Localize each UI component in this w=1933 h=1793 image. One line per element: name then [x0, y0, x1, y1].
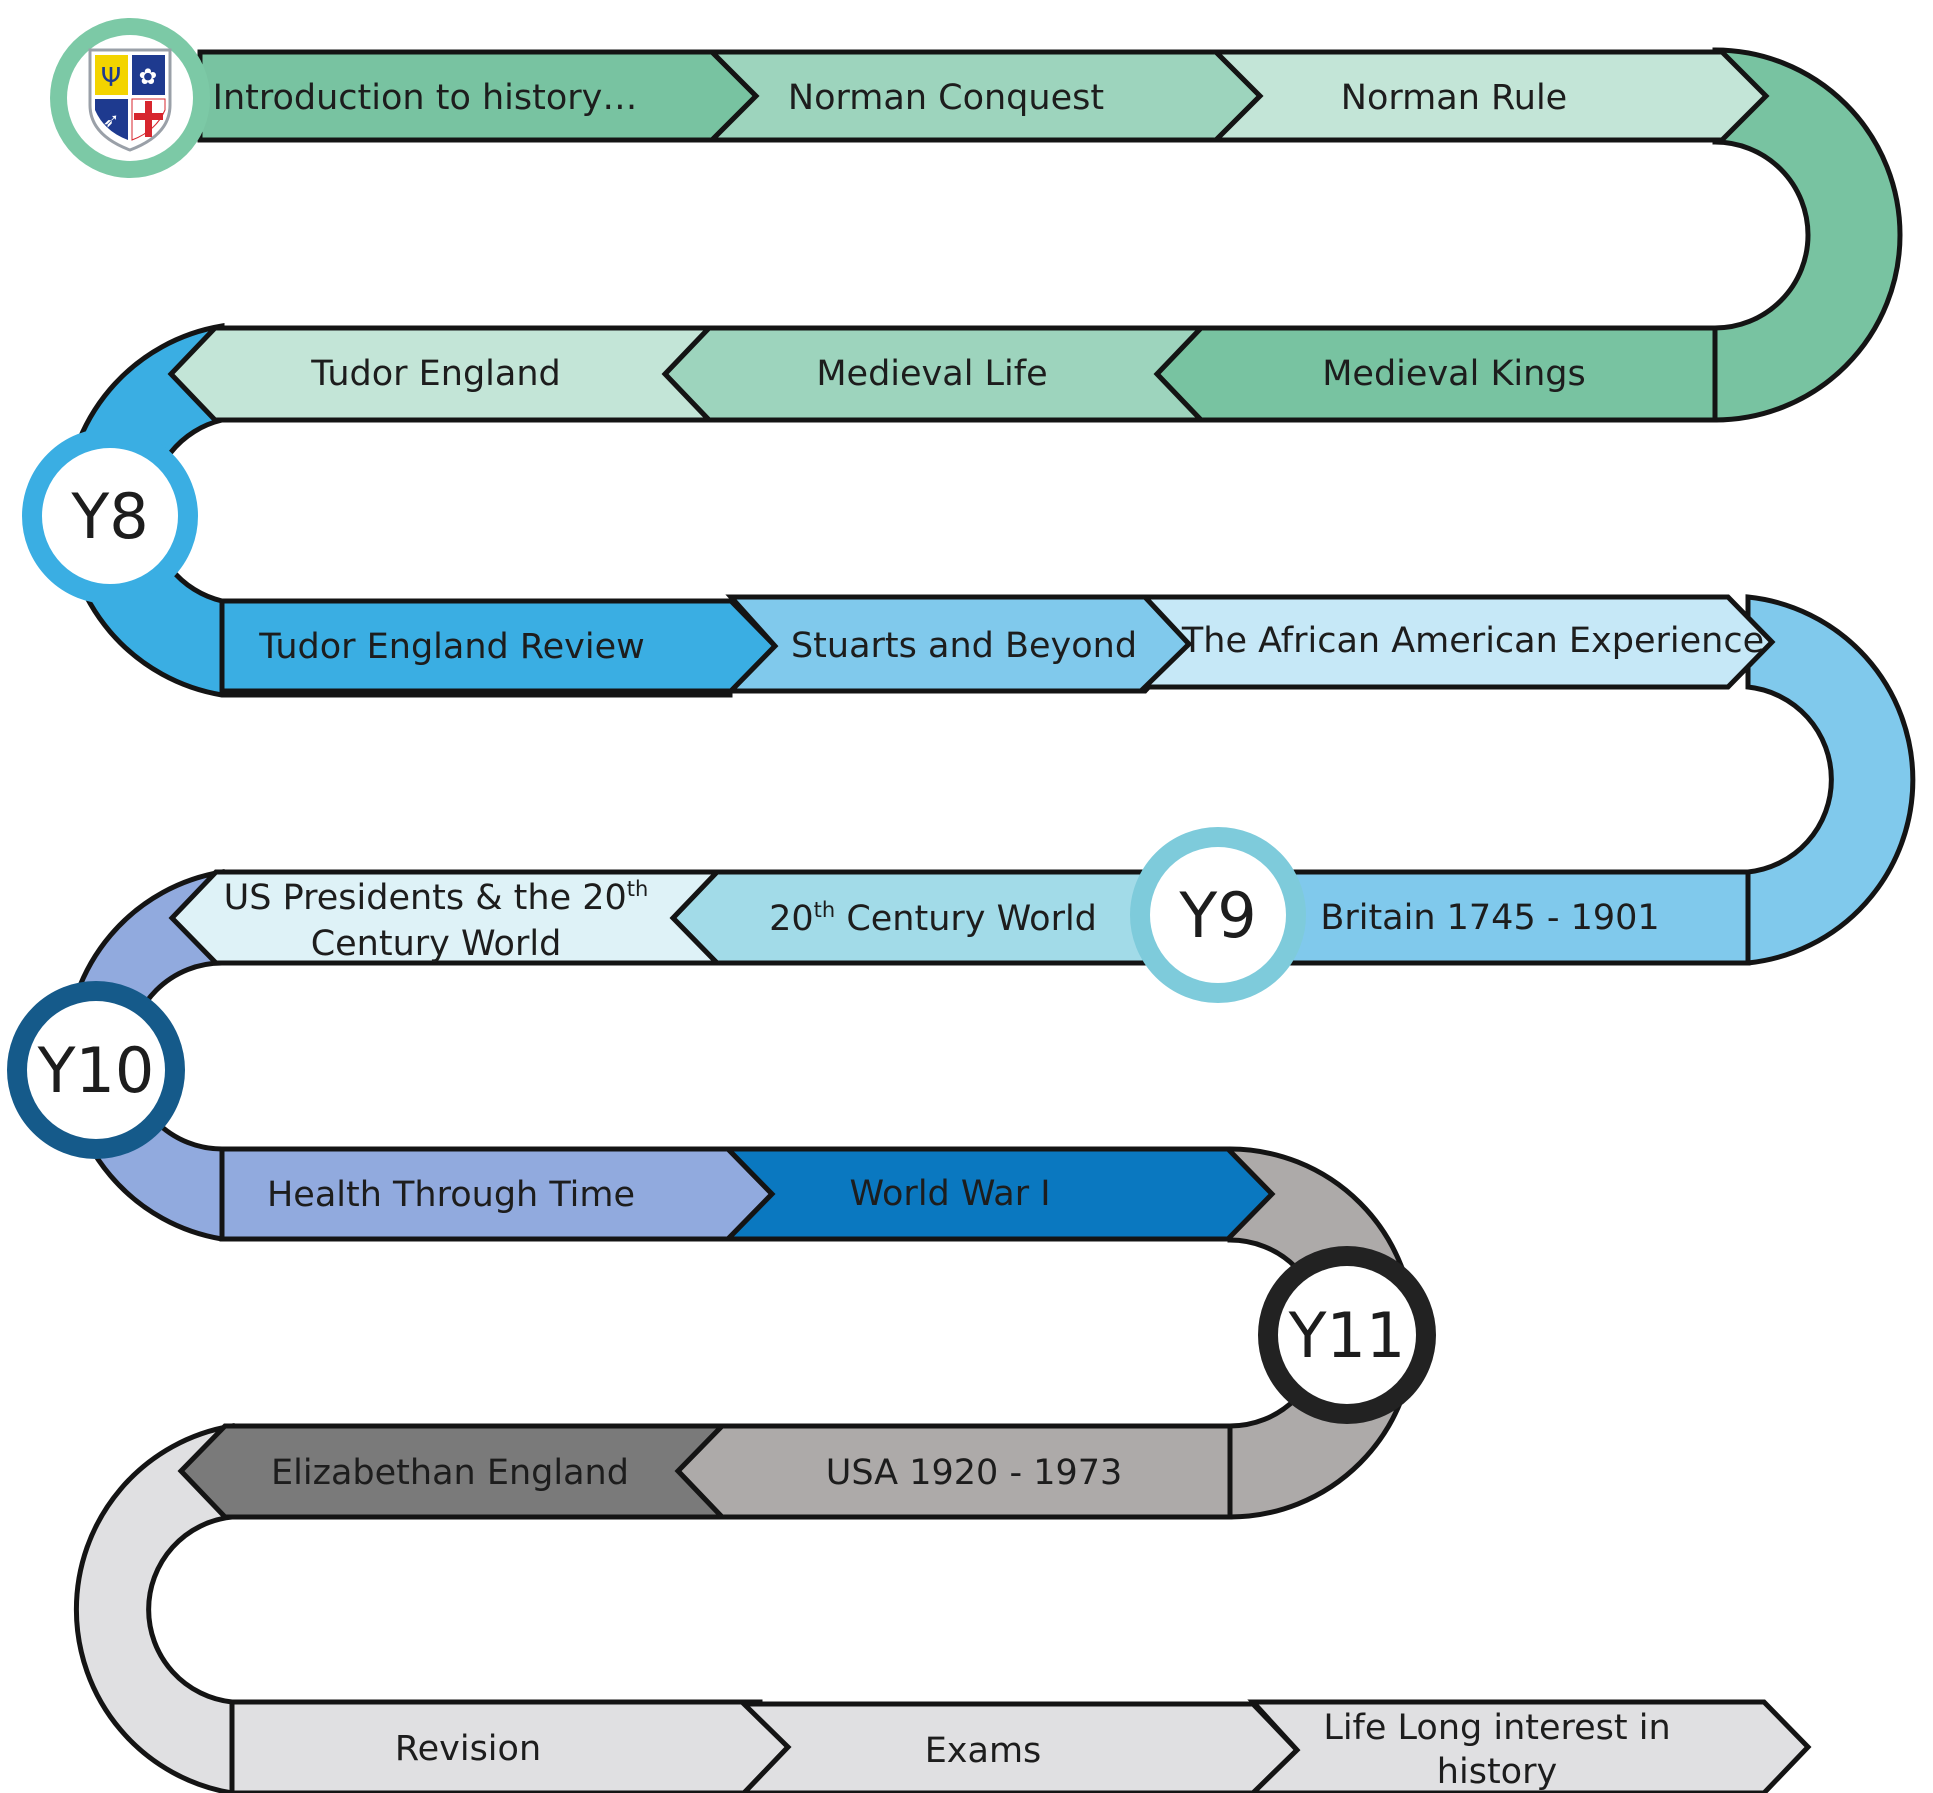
- badge-circle: [1258, 1246, 1436, 1424]
- segment-label: Norman Rule: [1341, 78, 1567, 118]
- segment-label: Medieval Life: [816, 354, 1047, 394]
- badge-label: Y8: [70, 480, 148, 553]
- segment-label-line1: Life Long interest in: [1323, 1708, 1670, 1748]
- segment-label: Stuarts and Beyond: [791, 626, 1137, 666]
- badge-label: Y10: [37, 1034, 155, 1107]
- year-badge-y10: Y10: [7, 981, 185, 1159]
- year-badge-y11: Y11: [1258, 1246, 1436, 1424]
- badge-circle: [7, 981, 185, 1159]
- svg-text:Ψ: Ψ: [101, 63, 121, 93]
- segment-label: The African American Experience: [1181, 621, 1764, 661]
- segment-label: Exams: [925, 1731, 1042, 1771]
- bend-y8-right: [1297, 594, 1916, 966]
- segment-label: Health Through Time: [267, 1175, 635, 1215]
- roadmap-segment: [1138, 594, 1776, 690]
- segment-label-line2: Century World: [311, 924, 562, 964]
- roadmap-segment: [1247, 1699, 1812, 1793]
- badge-circle: [22, 428, 198, 604]
- row-y7-bottom: Medieval Kings Medieval Life Tudor Engla…: [167, 325, 1718, 423]
- row-y7-top: Introduction to history… Norman Conquest…: [197, 49, 1770, 143]
- year-badge-y9: Y9: [1130, 827, 1306, 1003]
- svg-text:➶: ➶: [103, 108, 120, 132]
- badge-circle: [1130, 827, 1306, 1003]
- segment-label: Revision: [395, 1729, 541, 1769]
- badge-label: Y11: [1288, 1299, 1406, 1372]
- segment-label: USA 1920 - 1973: [826, 1453, 1123, 1493]
- roadmap-segment: [722, 1146, 1276, 1242]
- roadmap-segment: [1209, 49, 1770, 143]
- segment-label: Elizabethan England: [271, 1453, 629, 1493]
- row-y9: Britain 1745 - 1901 20th Century World U…: [168, 869, 1751, 966]
- row-final: Revision Exams Life Long interest in his…: [229, 1699, 1812, 1793]
- row-y8: Tudor England Review Stuarts and Beyond …: [219, 594, 1776, 694]
- segment-label: Britain 1745 - 1901: [1320, 898, 1659, 938]
- segment-label: World War I: [849, 1174, 1050, 1214]
- svg-text:✿: ✿: [139, 65, 157, 90]
- segment-label: Tudor England Review: [258, 627, 644, 667]
- school-crest-icon: Ψ ✿ ➶: [88, 48, 172, 152]
- segment-label: Tudor England: [310, 354, 560, 394]
- segment-label: Medieval Kings: [1322, 354, 1586, 394]
- segment-label-line2: history: [1437, 1752, 1557, 1792]
- segment-label: Introduction to history…: [213, 78, 638, 118]
- row-y10: Health Through Time World War I: [219, 1146, 1276, 1242]
- roadmap-segment: [167, 325, 715, 423]
- school-crest: Ψ ✿ ➶: [50, 18, 210, 178]
- year-badge-y8: Y8: [22, 428, 198, 604]
- segment-label: 20th Century World: [769, 898, 1097, 939]
- roadmap-segment: [177, 1423, 728, 1520]
- row-y11: USA 1920 - 1973 Elizabethan England: [177, 1423, 1233, 1520]
- badge-label: Y9: [1178, 879, 1256, 952]
- segment-label-line1: US Presidents & the 20th: [224, 877, 649, 918]
- roadmap-segment: [168, 869, 723, 966]
- segment-label: Norman Conquest: [788, 78, 1104, 118]
